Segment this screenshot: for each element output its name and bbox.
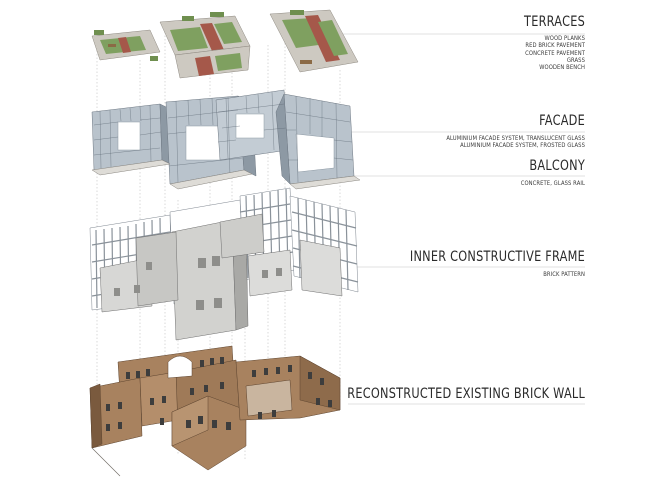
material-brick-pattern: BRICK PATTERN — [543, 270, 585, 278]
material-translucent-glass: ALUMINIUM FACADE SYSTEM, TRANSLUCENT GLA… — [446, 134, 585, 142]
brick-wall-windows — [106, 357, 332, 431]
label-leader-lines — [335, 33, 585, 405]
brick-wall-layer — [89, 345, 341, 477]
material-frosted-glass: ALUMINIUM FACADE SYSTEM, FROSTED GLASS — [460, 141, 585, 150]
terraces-label-group: TERRACES WOOD PLANKS RED BRICK PAVEMENT … — [0, 14, 585, 71]
inner-frame-label-group: INNER CONSTRUCTIVE FRAME BRICK PATTERN — [0, 249, 585, 278]
balcony-label-group: BALCONY CONCRETE, GLASS RAIL — [0, 158, 585, 187]
facade-layer — [91, 89, 361, 190]
terraces-layer — [91, 9, 359, 79]
facade-title: FACADE — [539, 113, 585, 129]
balcony-materials: CONCRETE, GLASS RAIL — [105, 179, 585, 187]
inner-frame-layer — [89, 187, 359, 341]
inner-frame-title: INNER CONSTRUCTIVE FRAME — [409, 249, 585, 265]
brick-wall-label-group: RECONSTRUCTED EXISTING BRICK WALL — [0, 386, 585, 403]
material-wooden-bench: WOODEN BENCH — [539, 63, 585, 72]
material-red-brick-pavement: RED BRICK PAVEMENT — [525, 41, 585, 50]
material-concrete-glass-rail: CONCRETE, GLASS RAIL — [520, 179, 585, 187]
material-grass: GRASS — [566, 55, 585, 64]
inner-frame-materials: BRICK PATTERN — [105, 270, 585, 278]
material-wood-planks: WOOD PLANKS — [544, 34, 585, 42]
balcony-slabs — [91, 159, 361, 190]
terraces-title: TERRACES — [524, 14, 585, 30]
facade-label-group: FACADE ALUMINIUM FACADE SYSTEM, TRANSLUC… — [0, 113, 585, 150]
material-concrete-pavement: CONCRETE PAVEMENT — [525, 48, 585, 57]
balcony-title: BALCONY — [529, 158, 585, 174]
facade-materials: ALUMINIUM FACADE SYSTEM, TRANSLUCENT GLA… — [105, 134, 585, 150]
brick-wall-title: RECONSTRUCTED EXISTING BRICK WALL — [347, 386, 585, 402]
terraces-materials: WOOD PLANKS RED BRICK PAVEMENT CONCRETE … — [105, 34, 585, 72]
